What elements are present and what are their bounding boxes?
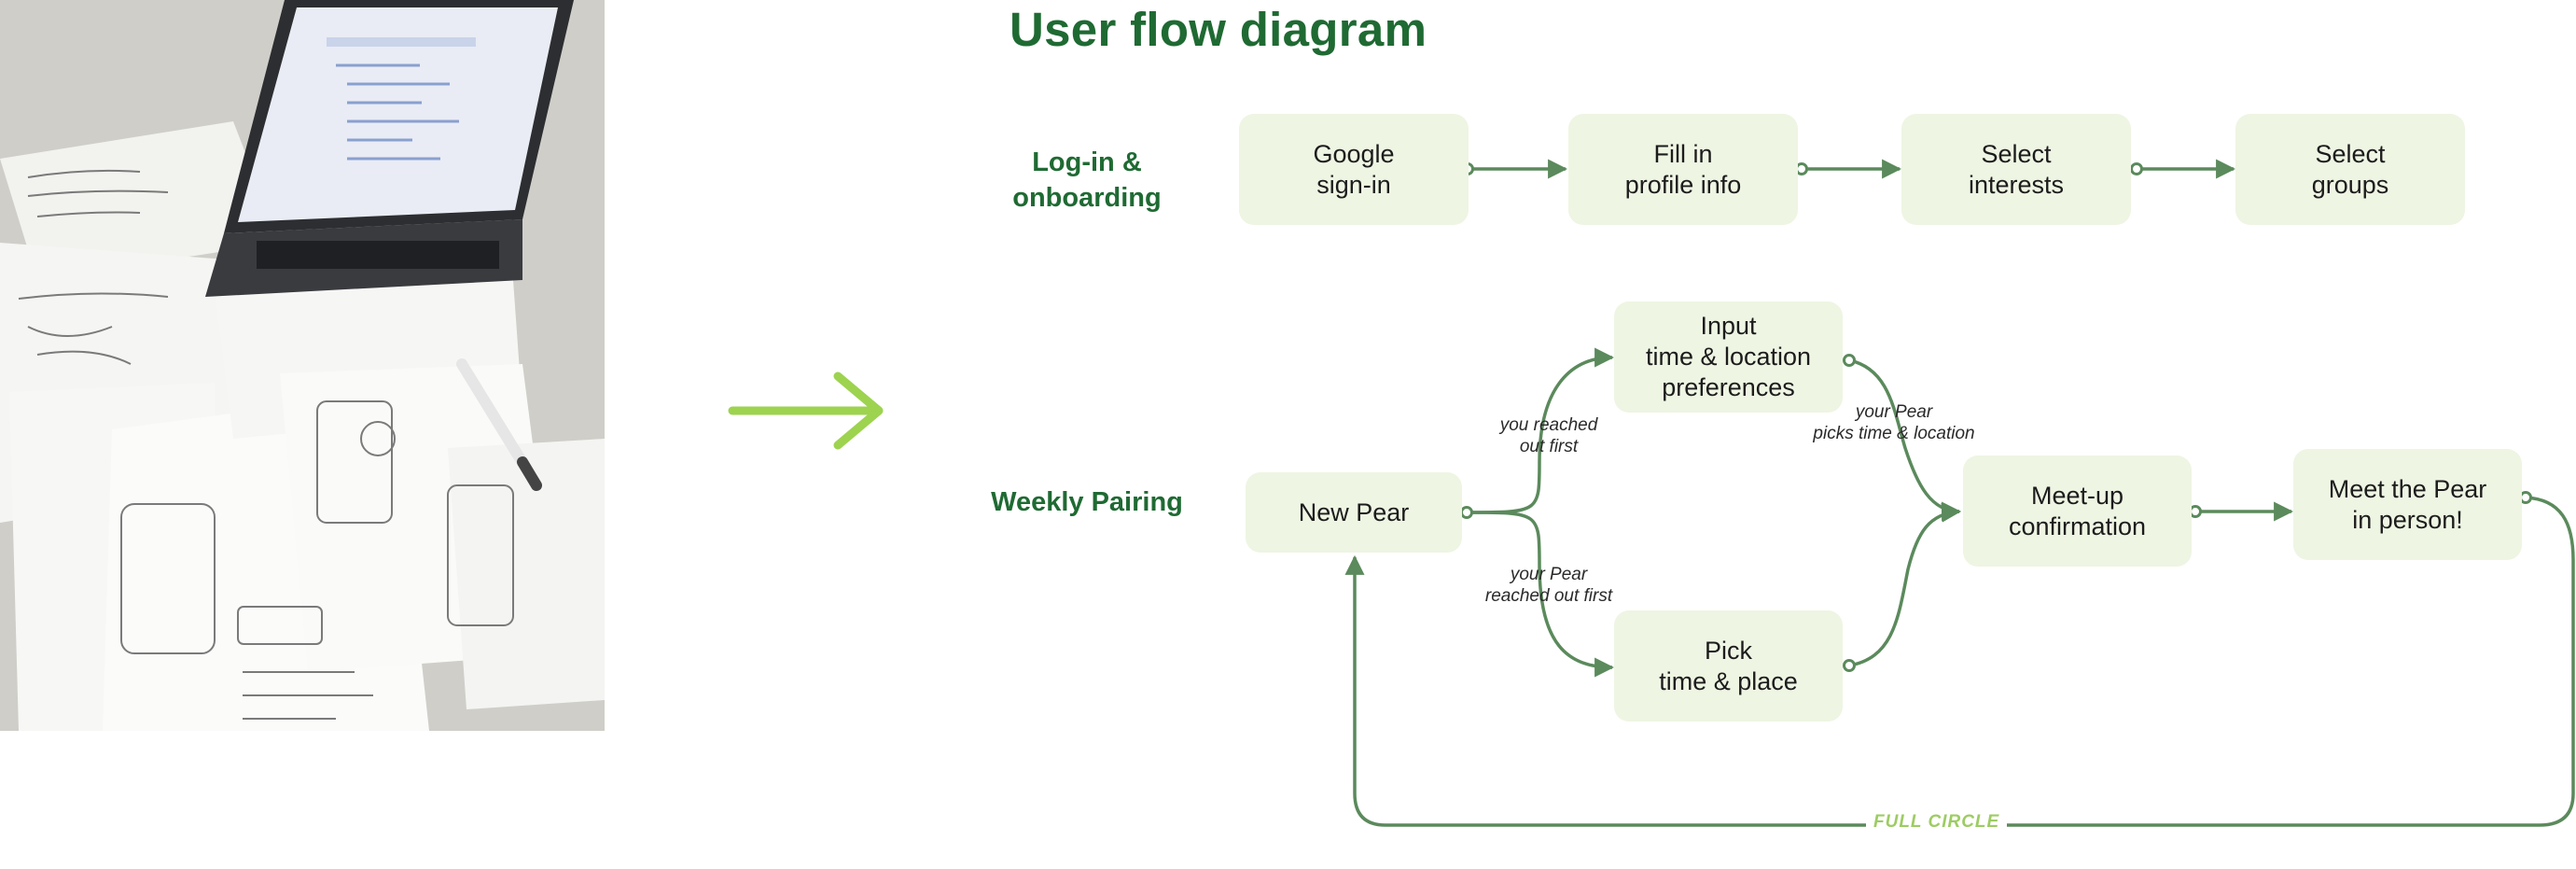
- edge-input-to-confirm: [1848, 358, 1962, 522]
- node-select-groups: Select groups: [2235, 114, 2465, 225]
- port-dot: [2519, 491, 2532, 504]
- port-dot: [1843, 659, 1856, 672]
- node-pick-time-place: Pick time & place: [1614, 610, 1843, 722]
- node-fill-profile-info: Fill in profile info: [1568, 114, 1798, 225]
- edge-newpear-to-pick: [1466, 511, 1615, 678]
- node-meetup-confirmation: Meet-up confirmation: [1963, 456, 2192, 567]
- transition-arrow-icon: [728, 371, 884, 450]
- photo-sketches-laptop: [0, 0, 605, 731]
- edge-label-full-circle: FULL CIRCLE: [1866, 812, 2008, 833]
- photo-illustration: [0, 0, 605, 731]
- node-google-signin: Google sign-in: [1239, 114, 1469, 225]
- port-dot: [2189, 505, 2202, 518]
- edge-label-pear-reached-out: your Pear reached out first: [1484, 565, 1613, 606]
- port-dot: [1843, 354, 1856, 367]
- page-title: User flow diagram: [1010, 3, 1427, 56]
- edge-pick-to-confirm: [1848, 502, 1962, 667]
- node-select-interests: Select interests: [1901, 114, 2131, 225]
- node-input-preferences: Input time & location preferences: [1614, 301, 1843, 413]
- node-meet-in-person: Meet the Pear in person!: [2293, 449, 2522, 560]
- edge-label-pear-picks: your Pear picks time & location: [1813, 402, 1975, 443]
- edge-newpear-to-input: [1466, 347, 1615, 514]
- port-dot: [2130, 162, 2143, 175]
- edge-full-circle-loop: [1344, 496, 2575, 827]
- section-label-onboarding: Log-in & onboarding: [1012, 147, 1162, 213]
- port-dot: [1795, 162, 1808, 175]
- edge-label-you-reached-out: you reached out first: [1499, 415, 1598, 456]
- node-new-pear: New Pear: [1246, 472, 1462, 553]
- section-label-weekly-pairing: Weekly Pairing: [991, 487, 1183, 517]
- port-dot: [1460, 506, 1473, 519]
